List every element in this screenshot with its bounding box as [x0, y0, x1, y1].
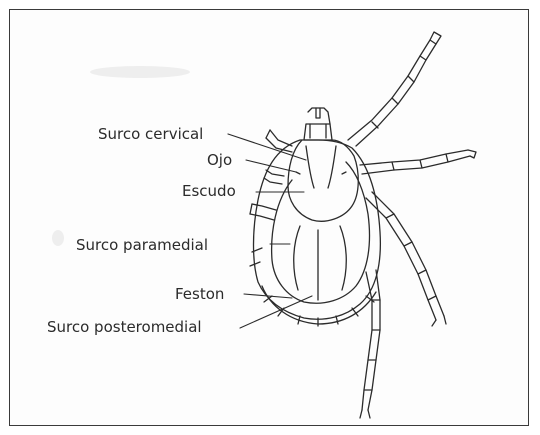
label-surco-paramedial: Surco paramedial — [76, 236, 208, 254]
label-escudo: Escudo — [182, 182, 236, 200]
label-surco-cervical: Surco cervical — [98, 125, 203, 143]
surco-paramedial-right — [340, 226, 346, 290]
surco-paramedial-left — [294, 226, 300, 290]
leg-left-1 — [266, 130, 292, 152]
leg-left-3 — [250, 204, 276, 220]
leg-right-2 — [360, 150, 476, 174]
label-feston: Feston — [175, 285, 224, 303]
body-inner — [272, 162, 370, 303]
label-surco-posteromedial: Surco posteromedial — [47, 318, 202, 336]
festoons — [262, 286, 376, 326]
scutum — [288, 140, 358, 221]
label-ojo: Ojo — [207, 151, 232, 169]
leg-right-1 — [348, 32, 441, 146]
capitulum — [304, 108, 332, 140]
leg-left-4 — [250, 248, 262, 266]
